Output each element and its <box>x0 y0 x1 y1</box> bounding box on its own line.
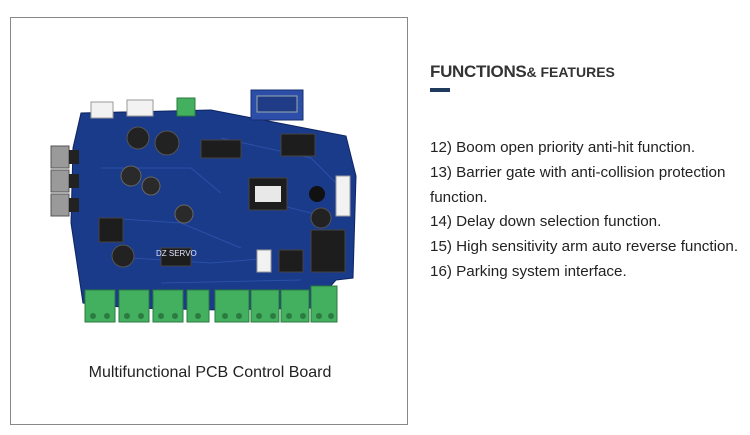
feature-item: 14) Delay down selection function. <box>430 213 662 231</box>
buzzer <box>309 186 325 202</box>
heading-main: FUNCTIONS <box>430 62 527 81</box>
top-connectors <box>90 89 351 273</box>
board-silkscreen: DZ SERVO <box>156 249 197 258</box>
product-photo-frame: DZ SERVO Multifunctional PCB Control B <box>10 17 408 425</box>
feature-item: 16) Parking system interface. <box>430 262 627 280</box>
voltage-regulators <box>50 145 79 217</box>
feature-item: 15) High sensitivity arm auto reverse fu… <box>430 238 739 256</box>
heading-accent-bar <box>430 88 450 92</box>
ic-chips <box>98 133 316 267</box>
product-caption: Multifunctional PCB Control Board <box>88 364 332 381</box>
relays <box>278 229 346 273</box>
features-heading-block: FUNCTIONS& FEATURES <box>430 62 615 92</box>
pcb-board-image: DZ SERVO <box>50 89 357 323</box>
features-list: 12) Boom open priority anti-hit function… <box>430 136 748 285</box>
capacitors <box>111 126 332 268</box>
heading-amp: & FEATURES <box>526 64 615 80</box>
feature-item: 13) Barrier gate with anti-collision pro… <box>430 163 726 206</box>
feature-item: 12) Boom open priority anti-hit function… <box>430 139 696 156</box>
features-heading: FUNCTIONS& FEATURES <box>430 62 615 82</box>
terminal-blocks <box>84 285 338 323</box>
